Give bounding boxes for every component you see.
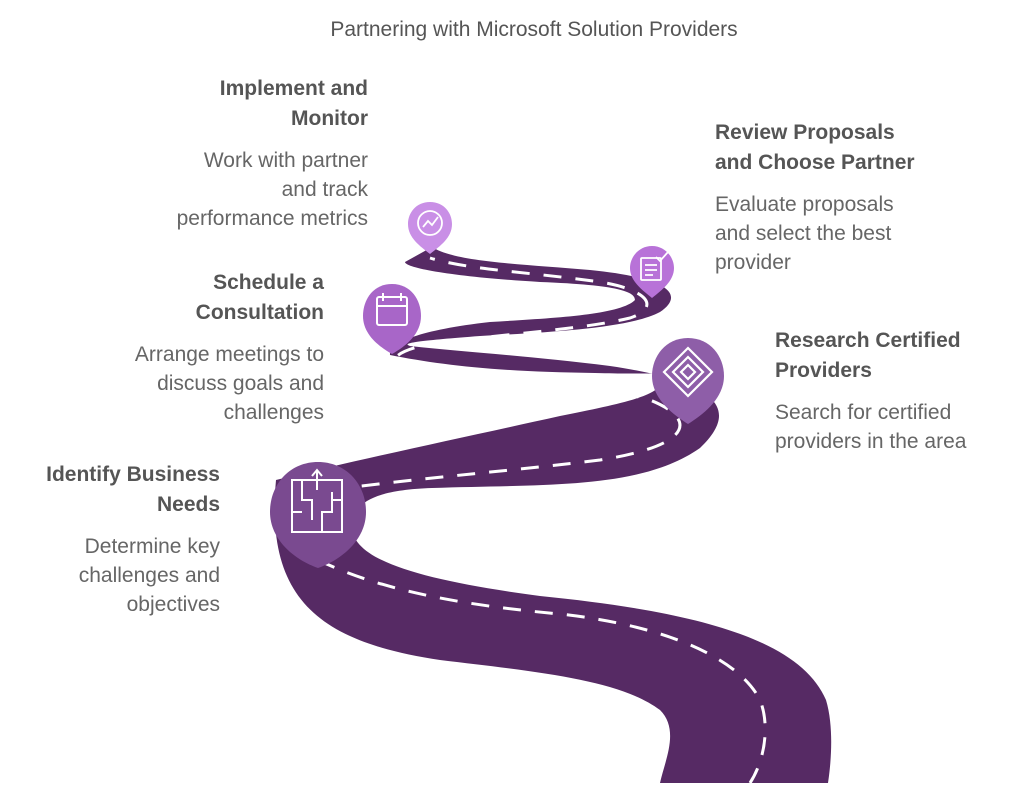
calendar-icon — [376, 293, 408, 326]
winding-road — [274, 247, 832, 783]
step-review-proposals: Review Proposals and Choose Partner Eval… — [715, 118, 965, 277]
step-research-providers: Research Certified Providers Search for … — [775, 326, 1015, 456]
step-schedule-consultation: Schedule a Consultation Arrange meetings… — [100, 268, 324, 427]
step-description: Determine key challenges and objectives — [78, 535, 220, 616]
step-identify-needs: Identify Business Needs Determine key ch… — [20, 460, 220, 619]
road-center-line — [329, 256, 682, 492]
pin-review-proposals — [630, 246, 674, 298]
step-heading: Identify Business Needs — [46, 463, 220, 516]
step-implement-monitor: Implement and Monitor Work with partner … — [130, 74, 368, 233]
checklist-icon — [640, 251, 669, 281]
step-heading: Implement and Monitor — [219, 77, 368, 130]
road-center-line-lower — [317, 558, 767, 784]
pin-implement-monitor — [408, 202, 452, 254]
pin-schedule-consultation — [363, 284, 421, 354]
step-heading: Research Certified Providers — [775, 329, 961, 382]
step-description: Work with partner and track performance … — [176, 149, 368, 230]
step-description: Arrange meetings to discuss goals and ch… — [134, 343, 324, 424]
maze-icon — [291, 468, 343, 533]
step-heading: Schedule a Consultation — [195, 271, 324, 324]
chart-monitor-icon — [417, 210, 443, 236]
diagram-title: Partnering with Microsoft Solution Provi… — [330, 18, 738, 41]
certification-diamond-icon — [662, 346, 714, 398]
step-heading: Review Proposals and Choose Partner — [715, 121, 915, 174]
pin-research-providers — [652, 338, 724, 424]
pin-identify-needs — [270, 462, 366, 568]
step-description: Search for certified providers in the ar… — [775, 401, 967, 453]
step-description: Evaluate proposals and select the best p… — [715, 193, 894, 274]
